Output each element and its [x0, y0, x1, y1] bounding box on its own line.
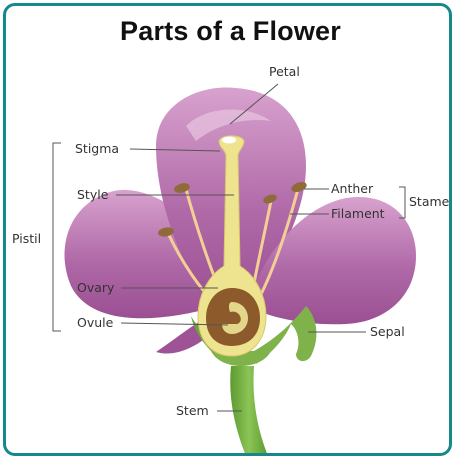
label-style: Style: [77, 187, 109, 202]
pistil-bracket: [53, 143, 61, 331]
label-stamen: Stamen: [409, 194, 452, 209]
label-ovule: Ovule: [77, 315, 114, 330]
label-filament: Filament: [331, 206, 385, 221]
label-stigma: Stigma: [75, 141, 119, 156]
label-petal: Petal: [269, 64, 300, 79]
label-ovary: Ovary: [77, 280, 115, 295]
flower-diagram: Petal Stigma Style Pistil Ovary Ovule An…: [6, 6, 452, 456]
ovary-chamber: [206, 288, 260, 346]
label-stem: Stem: [176, 403, 209, 418]
label-sepal: Sepal: [370, 324, 405, 339]
stigma-tip: [222, 137, 236, 144]
diagram-frame: Parts of a Flower: [3, 3, 452, 456]
label-pistil: Pistil: [12, 231, 41, 246]
label-anther: Anther: [331, 181, 374, 196]
